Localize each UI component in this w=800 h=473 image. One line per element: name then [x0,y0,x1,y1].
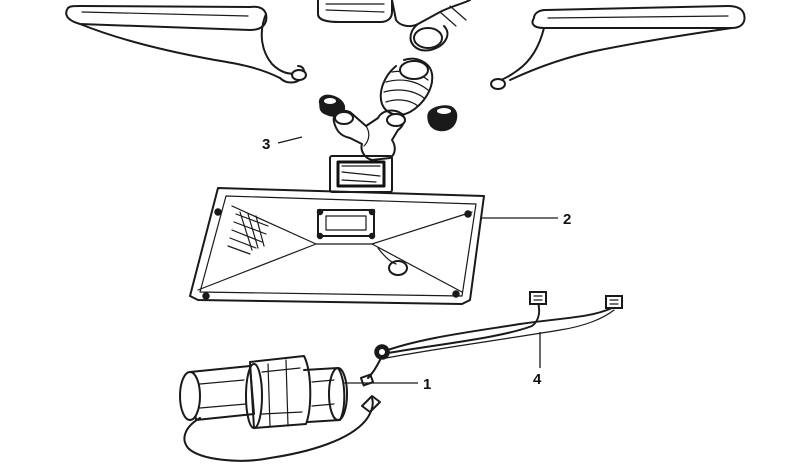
mounting-panel [189,187,485,305]
right-air-duct [490,5,746,90]
leader-line-3 [277,136,303,144]
callout-label-2: 2 [563,211,571,228]
mounting-flange [329,155,393,193]
callout-label-1: 1 [423,376,431,393]
right-hose-cap [427,105,458,132]
corrugated-hose [379,57,434,116]
callout-label-4: 4 [533,371,542,388]
blower-motor [179,355,348,429]
callout-label-3: 3 [262,136,270,153]
left-air-duct [65,5,307,84]
heater-housing [317,0,471,52]
wiring-harness [183,291,623,462]
y-piece-connector [332,109,406,161]
